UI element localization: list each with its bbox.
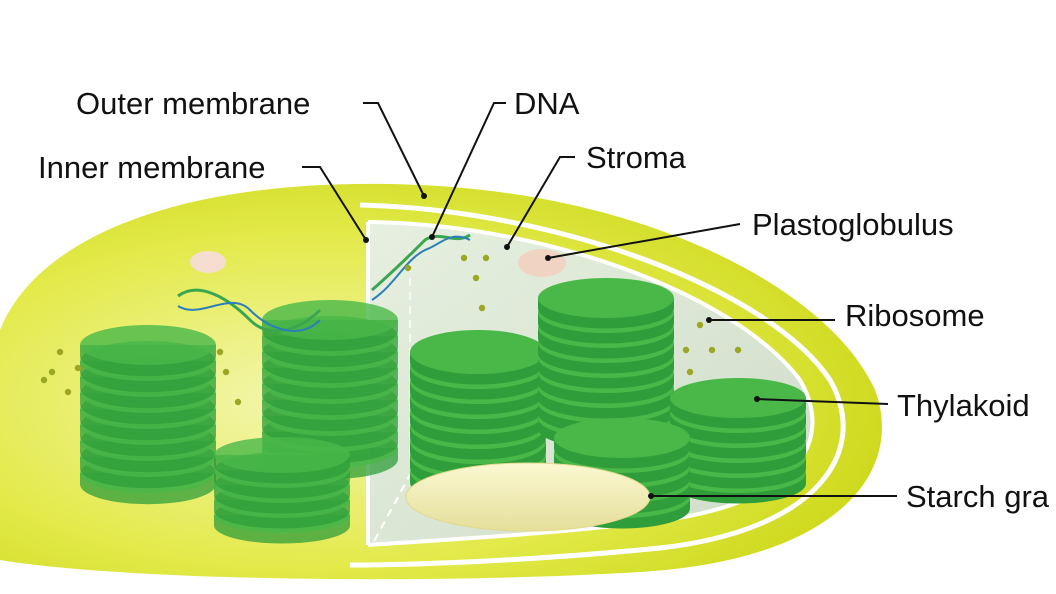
label-stroma: Stroma <box>586 140 687 175</box>
label-plastoglobulus: Plastoglobulus <box>752 207 954 242</box>
thylakoid-disc <box>554 418 690 458</box>
ribosome-dot <box>48 368 56 376</box>
left-thylakoid-stacks <box>80 300 398 544</box>
plastoglobulus-left <box>190 251 226 273</box>
thylakoid-disc <box>410 330 546 374</box>
ribosome-dot <box>686 368 694 376</box>
ribosome-dot <box>74 364 82 372</box>
ribosome-dot <box>708 346 716 354</box>
dna-strand <box>177 233 471 333</box>
label-ribosome: Ribosome <box>845 298 985 333</box>
thylakoid-disc <box>214 437 350 473</box>
ribosomes <box>40 254 742 406</box>
ribosome-dot <box>460 254 468 262</box>
ribosome-dot <box>682 346 690 354</box>
ribosome-dot <box>216 348 224 356</box>
label-thylakoid: Thylakoid <box>897 388 1030 423</box>
right-thylakoid-stacks <box>410 278 806 529</box>
label-starch-granule: Starch gra <box>906 479 1050 514</box>
thylakoid-disc <box>80 325 216 365</box>
thylakoid-disc <box>538 278 674 318</box>
starch-granule <box>405 462 651 532</box>
ribosome-dot <box>696 321 704 329</box>
ribosome-dot <box>234 398 242 406</box>
ribosome-dot <box>482 254 490 262</box>
leader-lines <box>302 102 897 499</box>
plastoglobulus <box>518 249 566 277</box>
label-inner-membrane: Inner membrane <box>38 150 265 185</box>
ribosome-dot <box>404 264 412 272</box>
label-dna: DNA <box>514 86 580 121</box>
ribosome-dot <box>56 348 64 356</box>
ribosome-dot <box>472 274 480 282</box>
thylakoid-disc <box>262 300 398 340</box>
ribosome-dot <box>64 388 72 396</box>
ribosome-dot <box>734 346 742 354</box>
ribosome-dot <box>40 376 48 384</box>
ribosome-dot <box>478 304 486 312</box>
label-outer-membrane: Outer membrane <box>76 86 310 121</box>
thylakoid-disc <box>670 378 806 418</box>
ribosome-dot <box>222 368 230 376</box>
labels: Outer membrane DNA Inner membrane Stroma… <box>38 86 1050 514</box>
